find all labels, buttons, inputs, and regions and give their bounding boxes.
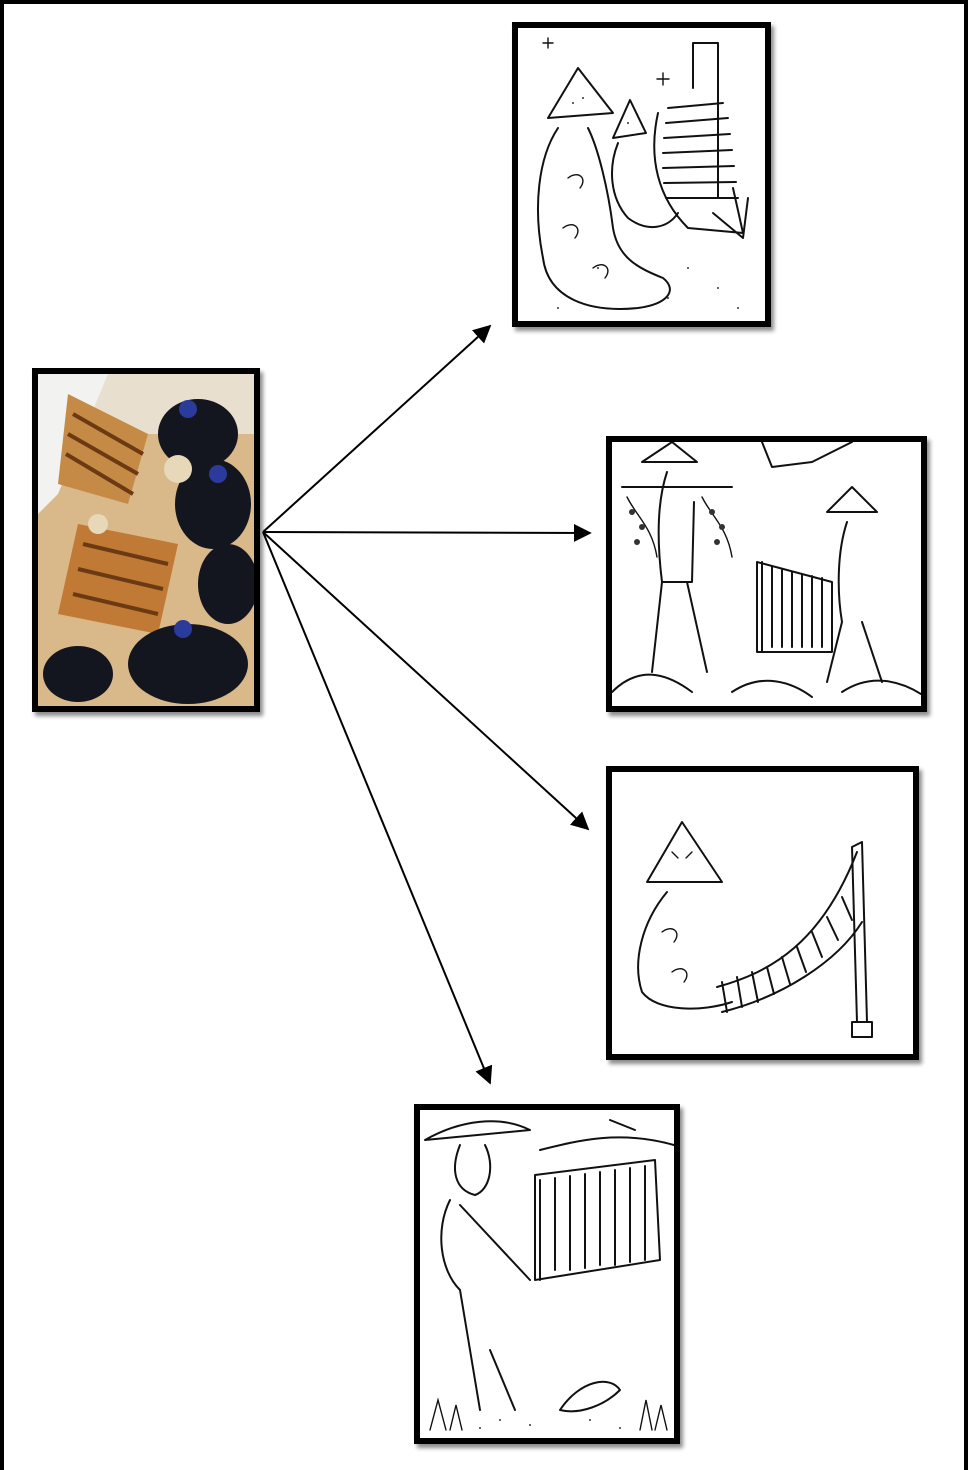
- drawing-two-men-carrying-xylophone-icon: [612, 442, 921, 698]
- arrow-to-drawing-3: [262, 531, 590, 831]
- photo-xylophone-ensemble-icon: [38, 374, 254, 706]
- derived-drawing-1: [512, 22, 771, 327]
- source-photo: [32, 368, 260, 712]
- derived-drawing-2: [606, 436, 927, 712]
- derived-drawing-3: [606, 766, 919, 1060]
- drawing-seated-player-tall-xylophone-icon: [537, 37, 749, 310]
- drawing-seated-player-hanging-xylophone-icon: [637, 821, 873, 1038]
- arrow-to-drawing-1: [262, 324, 492, 533]
- arrow-to-drawing-4: [262, 531, 493, 1085]
- derived-drawing-4: [414, 1104, 680, 1444]
- arrow-to-drawing-2: [262, 523, 592, 542]
- drawing-standing-player-slung-xylophone-icon: [424, 1119, 674, 1431]
